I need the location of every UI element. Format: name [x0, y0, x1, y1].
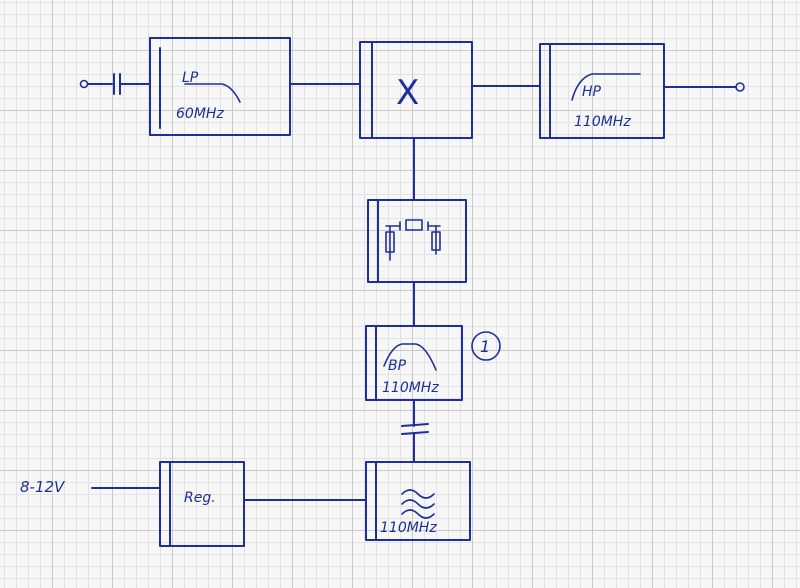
sine-wave-icon	[401, 489, 435, 519]
crystal-icon	[385, 219, 441, 261]
bandpass-type-label: BP	[388, 358, 407, 374]
regulator-label: Reg.	[184, 490, 216, 506]
supply-input: 8-12V	[20, 478, 161, 496]
mixer-block: X	[359, 41, 473, 139]
output-terminal	[663, 82, 745, 92]
annotation-marker: 1	[471, 331, 501, 361]
lowpass-freq-label: 60MHz	[176, 106, 224, 122]
mixer-symbol: X	[396, 73, 419, 113]
highpass-filter-block: HP 110MHz	[539, 43, 665, 139]
highpass-freq-label: 110MHz	[574, 114, 631, 130]
bandpass-freq-label: 110MHz	[382, 380, 439, 396]
bandpass-filter-block: BP 110MHz	[365, 325, 463, 401]
input-terminal	[79, 73, 151, 95]
crystal-filter-block	[367, 199, 467, 283]
oscillator-freq-label: 110MHz	[380, 520, 437, 536]
annotation-marker-label: 1	[480, 337, 490, 356]
regulator-block: Reg.	[159, 461, 245, 547]
oscillator-block: 110MHz	[365, 461, 471, 541]
lowpass-type-label: LP	[182, 70, 199, 86]
coupling-capacitor	[401, 399, 429, 463]
highpass-type-label: HP	[582, 84, 602, 100]
lowpass-filter-block: LP 60MHz	[149, 37, 291, 136]
supply-voltage-label: 8-12V	[20, 478, 66, 496]
